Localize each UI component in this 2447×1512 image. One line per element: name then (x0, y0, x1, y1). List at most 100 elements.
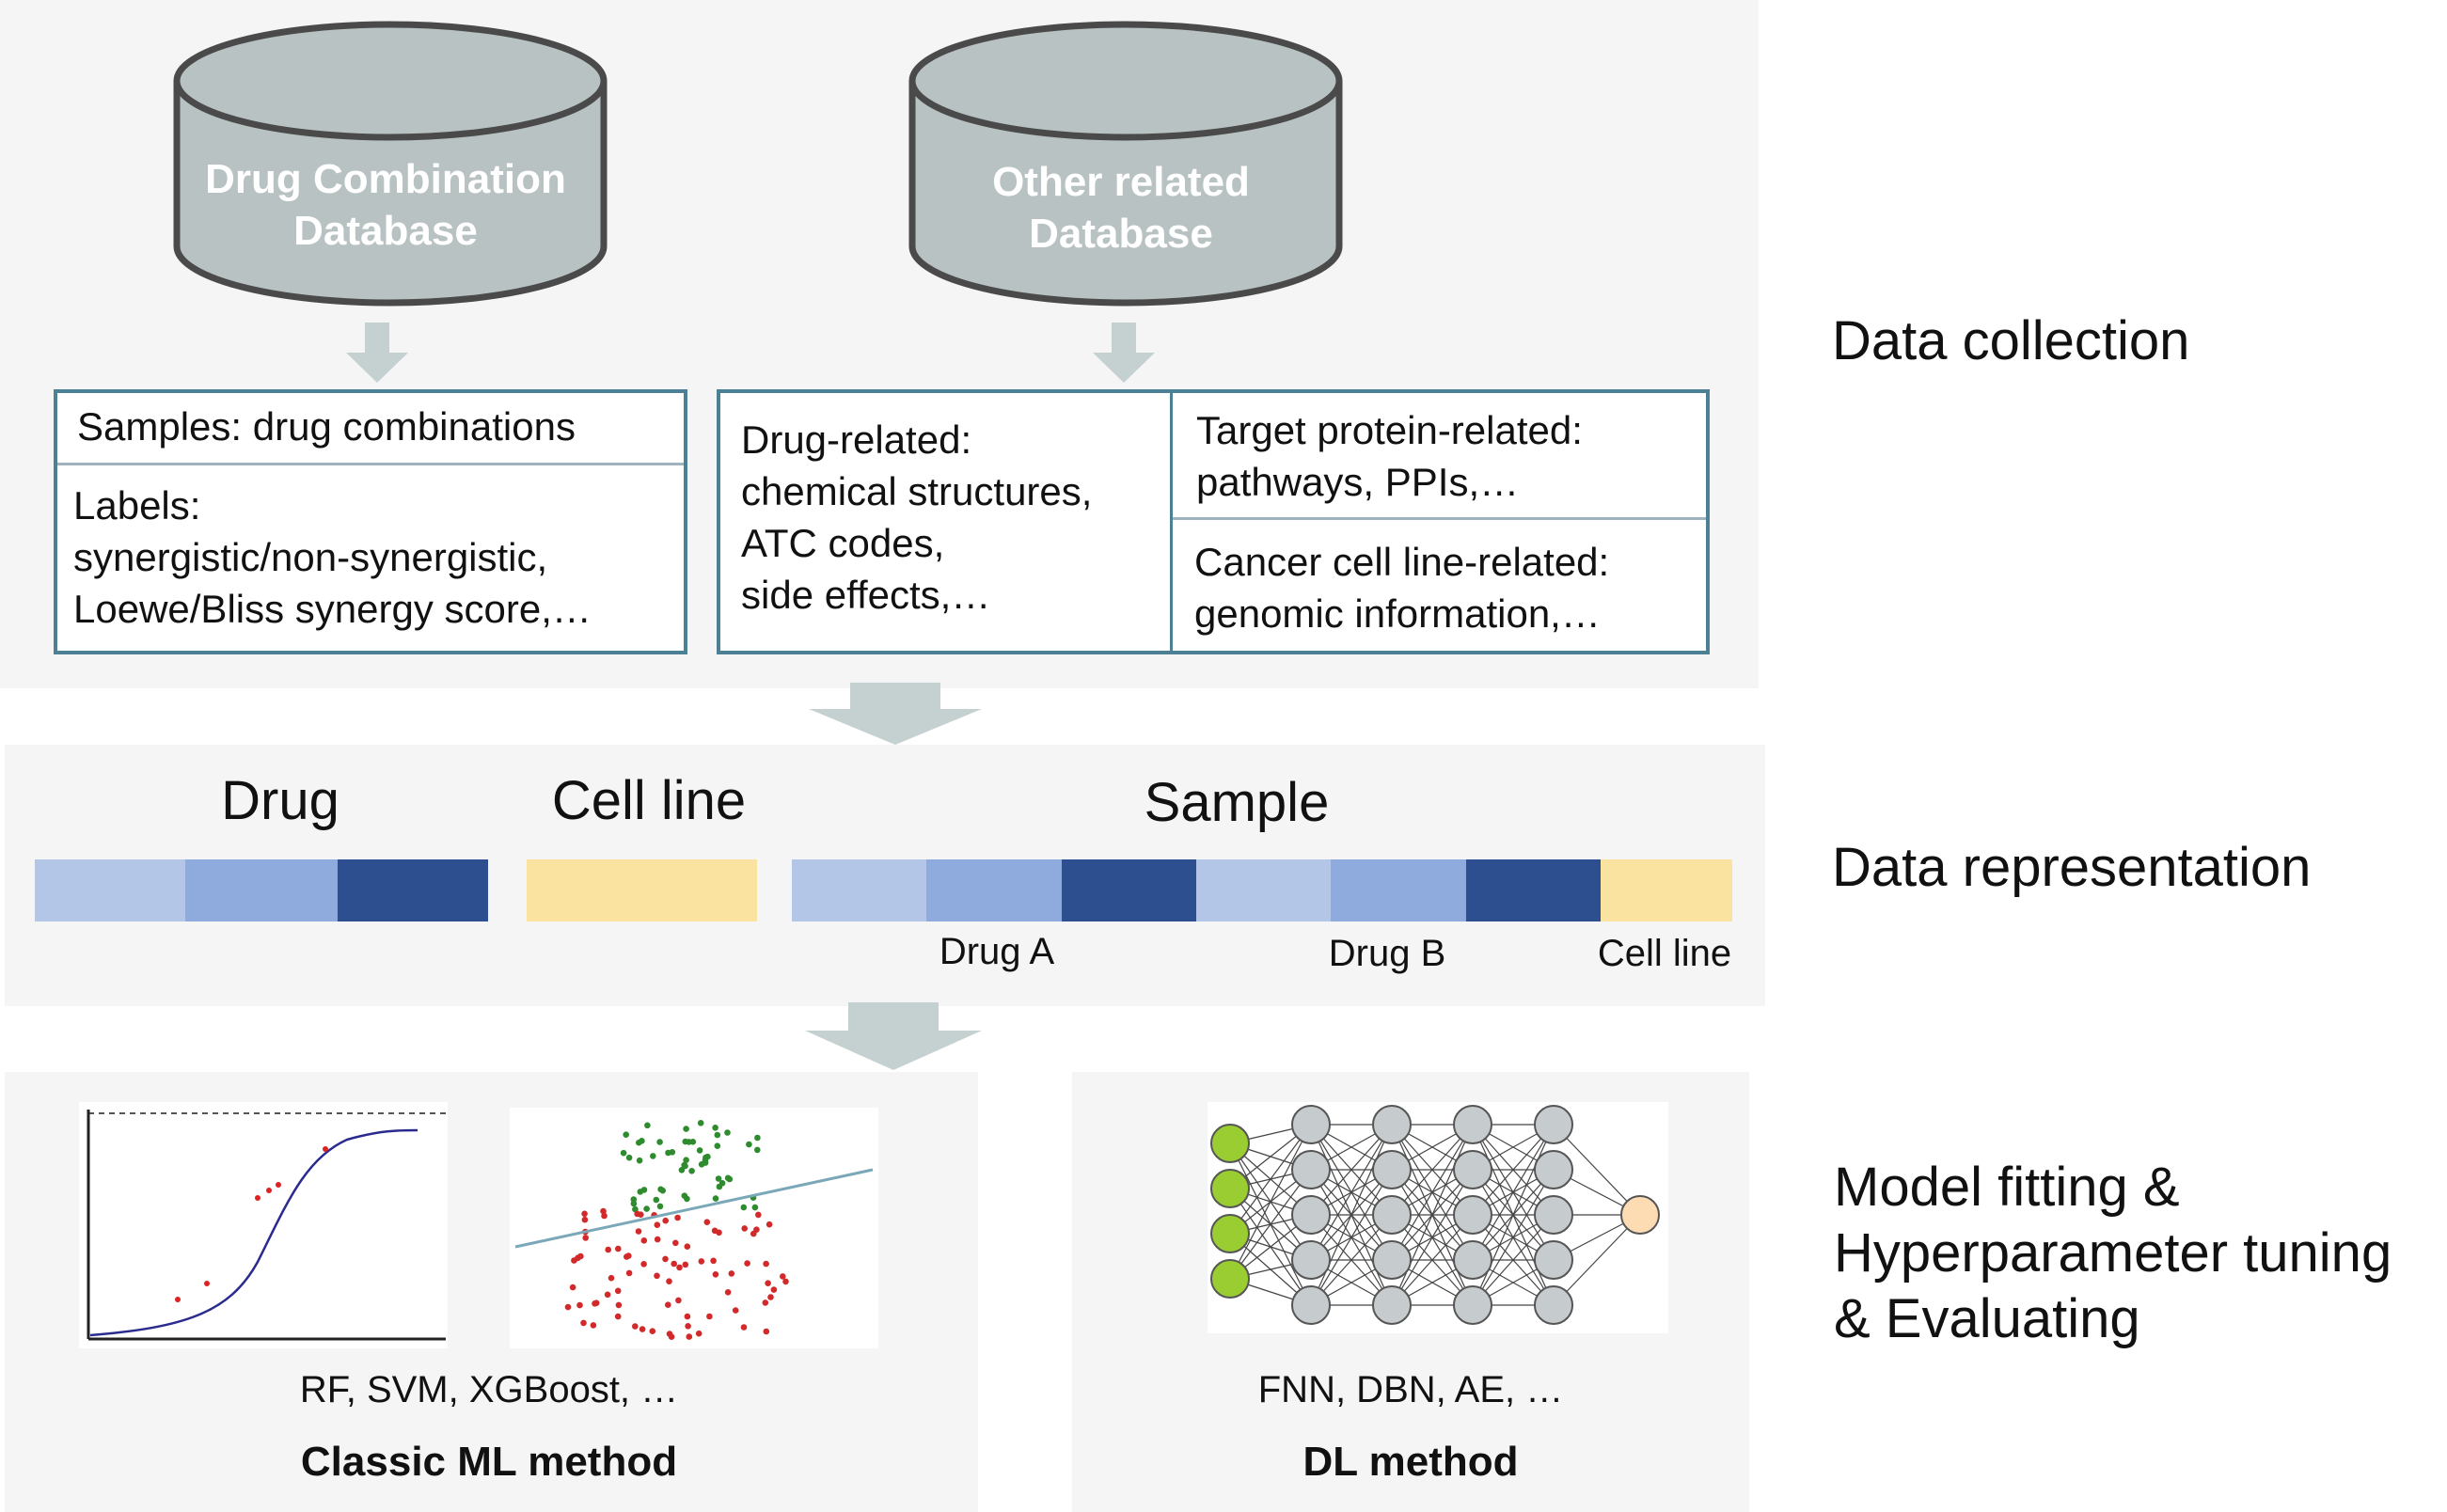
scatter-point-red (581, 1210, 588, 1218)
scatter-point-red (716, 1229, 722, 1236)
nn-hidden-node (1372, 1105, 1412, 1144)
scatter-point-red (571, 1257, 577, 1264)
sample-drug-a-dark (1062, 859, 1196, 921)
scatter-point-red (639, 1326, 646, 1332)
sample-drug-b-light (1196, 859, 1331, 921)
scatter-point-green (686, 1139, 692, 1145)
nn-hidden-node (1453, 1105, 1492, 1144)
nn-output-node (1620, 1195, 1660, 1235)
nn-hidden-node (1291, 1240, 1331, 1280)
nn-hidden-node (1372, 1195, 1412, 1235)
scatter-point-green (712, 1195, 719, 1202)
scatter-point-red (750, 1230, 757, 1237)
drug-heading: Drug (221, 770, 339, 831)
scatter-point-red (671, 1260, 677, 1268)
scatter-point-red (569, 1284, 576, 1291)
nn-edge (1472, 1169, 1555, 1306)
scatter-point-red (675, 1297, 682, 1304)
sample-drug-a-light (792, 859, 926, 921)
dl-title: DL method (1302, 1439, 1519, 1485)
nn-edge (1553, 1124, 1641, 1216)
nn-edge (1229, 1169, 1312, 1280)
scatter-point-red (763, 1260, 769, 1268)
samples-labels-box (54, 389, 687, 654)
scatter-point-green (657, 1186, 664, 1193)
arrow-down-icon (346, 323, 408, 383)
scatter-point-red (632, 1323, 639, 1330)
scatter-point-green (665, 1149, 671, 1157)
divider (1170, 393, 1173, 651)
scatter-point-green (696, 1147, 703, 1154)
scatter-point-green (650, 1153, 656, 1159)
scatter-point-green (683, 1157, 689, 1163)
scatter-point-green (637, 1189, 644, 1195)
scatter-point-green (656, 1203, 664, 1210)
nn-hidden-node (1534, 1150, 1573, 1189)
drug-a-label: Drug A (939, 931, 1055, 972)
scatter-point-red (741, 1225, 748, 1232)
scatter-point-red (582, 1235, 589, 1241)
scatter-point-red (662, 1217, 669, 1224)
nn-input-node (1210, 1169, 1250, 1208)
scatter-point-red (625, 1269, 633, 1277)
nn-edge (1391, 1169, 1474, 1306)
nn-edge (1472, 1124, 1555, 1261)
stage-data-representation: Data representation (1832, 837, 2312, 898)
scatter-point-green (656, 1139, 663, 1145)
nn-edge (1310, 1124, 1393, 1261)
scatter-point-green (636, 1157, 643, 1164)
scatter-point-red (625, 1252, 632, 1259)
scatter-point-red (684, 1313, 691, 1320)
nn-edge (1553, 1214, 1641, 1306)
scatter-point-red (580, 1319, 587, 1327)
arrow-down-icon (1093, 323, 1155, 383)
other-related-database-icon (908, 21, 1343, 307)
scatter-point-red (684, 1243, 691, 1250)
scatter-point-green (678, 1167, 686, 1173)
scatter-point-red (744, 1260, 750, 1267)
scatter-point-red (703, 1219, 711, 1225)
scatter-point-red (654, 1221, 661, 1228)
scatter-point-green (746, 1141, 752, 1148)
related-features-box (717, 389, 1710, 654)
scatter-point-red (668, 1333, 675, 1340)
drug-vector-light (35, 859, 185, 921)
scatter-point-red (615, 1301, 623, 1309)
scatter-point-red (782, 1278, 789, 1285)
scatter-point-red (767, 1294, 774, 1300)
samples-text: Samples: drug combinations (77, 404, 576, 449)
nn-edge (1391, 1124, 1474, 1216)
nn-hidden-node (1291, 1285, 1331, 1325)
scatter-point-red (682, 1261, 689, 1268)
nn-edge (1391, 1214, 1474, 1306)
divider (1173, 517, 1706, 520)
nn-edge (1472, 1214, 1555, 1306)
scatter-point-red (640, 1237, 648, 1244)
scatter-point-red (724, 1289, 732, 1296)
scatter-point-red (712, 1271, 719, 1278)
sample-drug-b-dark (1466, 859, 1601, 921)
stage-data-collection: Data collection (1832, 310, 2190, 371)
scatter-point-red (666, 1278, 672, 1284)
scatter-point-red (635, 1228, 642, 1235)
scatter-point-green (683, 1126, 689, 1132)
nn-hidden-node (1534, 1240, 1573, 1280)
classic-ml-title: Classic ML method (300, 1439, 678, 1485)
scatter-point-red (662, 1255, 669, 1263)
nn-hidden-node (1534, 1195, 1573, 1235)
nn-edge (1229, 1124, 1312, 1235)
scatter-point-green (639, 1138, 645, 1144)
scatter-point-red (649, 1328, 656, 1334)
scatter-point-green (630, 1200, 638, 1207)
nn-input-node (1210, 1259, 1250, 1299)
scatter-point-red (615, 1245, 622, 1252)
scatter-point-red (766, 1221, 773, 1228)
scatter-point-green (718, 1180, 726, 1187)
scatter-point-red (755, 1211, 762, 1219)
sample-drug-b-mid (1331, 859, 1466, 921)
sample-cell-line (1601, 859, 1732, 921)
nn-hidden-node (1453, 1195, 1492, 1235)
nn-hidden-node (1372, 1150, 1412, 1189)
scatter-point-red (592, 1299, 600, 1306)
scatter-point-green (714, 1131, 721, 1139)
